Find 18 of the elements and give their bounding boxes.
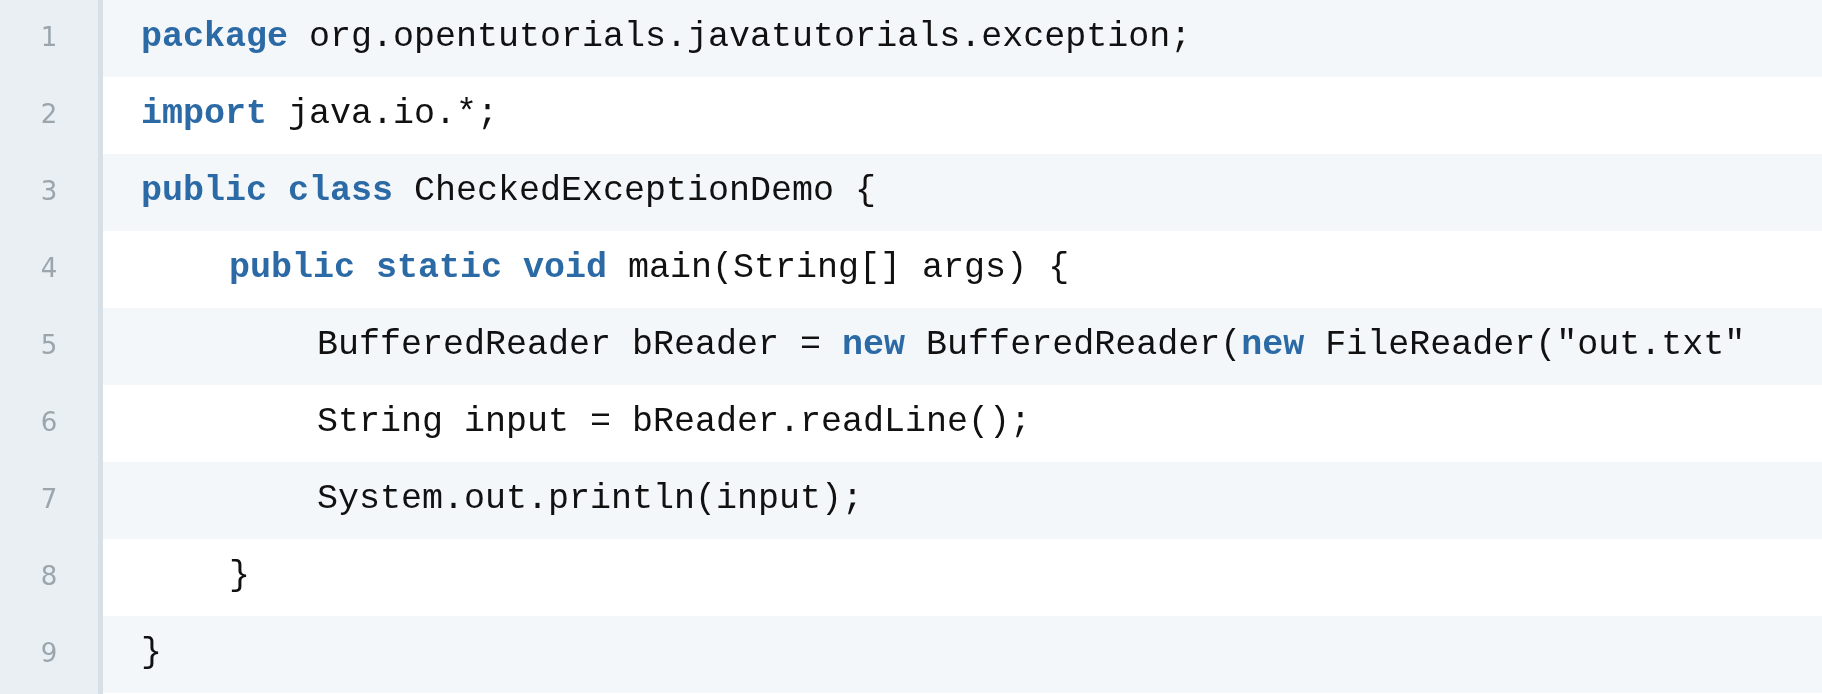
code-line: package org.opentutorials.javatutorials.exception; bbox=[141, 17, 1192, 57]
line-number: 8 bbox=[39, 561, 59, 591]
line-number: 9 bbox=[39, 638, 59, 668]
code-line: public static void main(String[] args) { bbox=[229, 248, 1070, 288]
line-number: 7 bbox=[39, 484, 59, 514]
code-line: String input = bReader.readLine(); bbox=[317, 402, 1032, 442]
code-line: } bbox=[141, 633, 162, 673]
code-line: BufferedReader bReader = new BufferedReader(new FileReader("out.txt" bbox=[317, 325, 1746, 365]
line-number: 2 bbox=[39, 99, 59, 129]
line-number: 3 bbox=[39, 176, 59, 206]
line-number: 4 bbox=[39, 253, 59, 283]
code-line: System.out.println(input); bbox=[317, 479, 864, 519]
line-number: 1 bbox=[39, 22, 59, 52]
code-line: } bbox=[229, 556, 250, 596]
code-line: public class CheckedExceptionDemo { bbox=[141, 171, 877, 211]
line-number: 5 bbox=[39, 330, 59, 360]
code-line: import java.io.*; bbox=[141, 94, 499, 134]
line-number: 6 bbox=[39, 407, 59, 437]
